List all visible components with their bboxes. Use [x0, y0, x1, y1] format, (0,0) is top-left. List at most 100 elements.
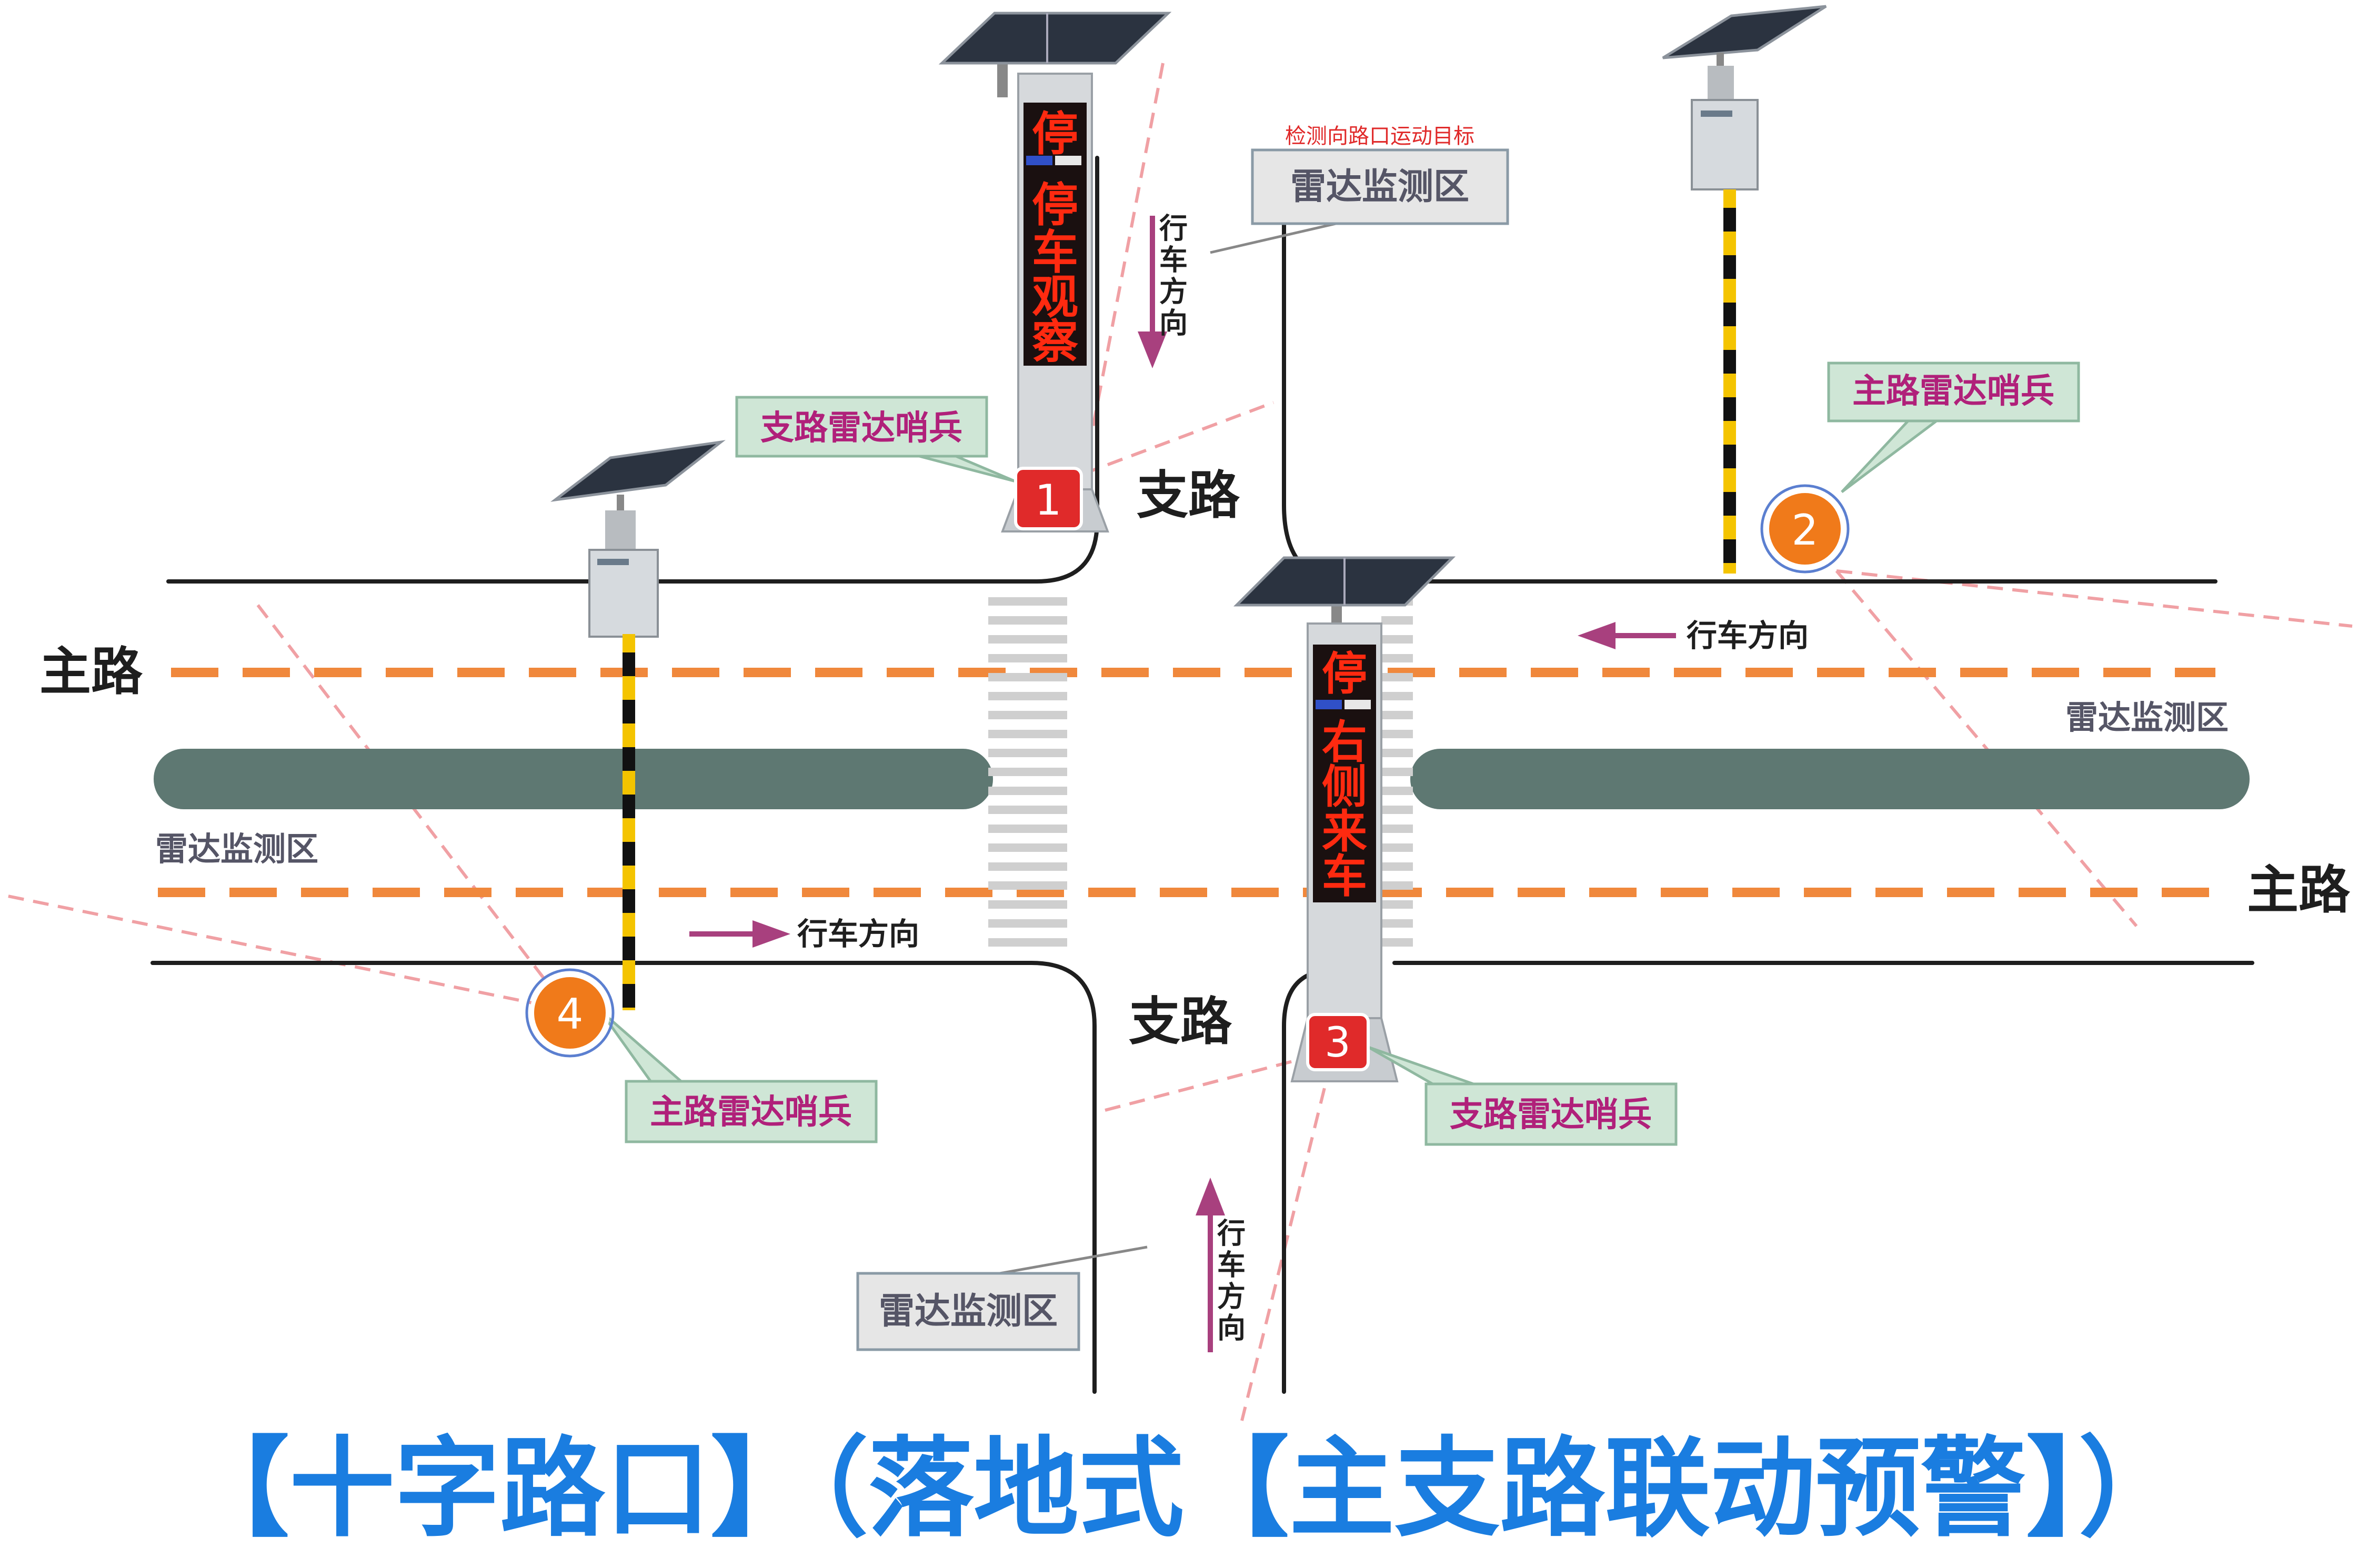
stripe — [988, 692, 1067, 700]
stripe — [988, 616, 1067, 625]
badge-number-2: 2 — [1792, 506, 1819, 555]
branch-road-label-top: 支路 — [1137, 466, 1240, 526]
led-pillar-bottom — [1233, 556, 1456, 1082]
stripe — [1381, 654, 1413, 662]
stripe — [1381, 730, 1413, 738]
stripe — [1381, 787, 1413, 795]
stripe — [1723, 350, 1736, 374]
stripe — [1381, 616, 1413, 625]
direction-label-top: 行车方向 — [1155, 213, 1188, 339]
stripe — [1381, 806, 1413, 814]
stripe — [988, 825, 1067, 833]
direction-arrows — [689, 216, 1676, 1352]
callout-device-2: 主路雷达哨兵 — [1852, 372, 2054, 411]
stripe — [1723, 397, 1736, 421]
callout-device-4: 主路雷达哨兵 — [650, 1093, 852, 1132]
stripe — [1381, 768, 1413, 776]
solar-panel-icon — [550, 440, 726, 502]
stripe — [988, 711, 1067, 719]
callout-labels: 支路雷达哨兵 主路雷达哨兵 支路雷达哨兵 主路雷达哨兵 — [650, 372, 2054, 1134]
stripe — [988, 900, 1067, 909]
median-strips — [154, 749, 2250, 809]
stripe — [1723, 255, 1736, 279]
stripe — [988, 787, 1067, 795]
stripe — [1381, 862, 1413, 871]
direction-label-right: 行车方向 — [1687, 618, 1809, 654]
stripe — [1381, 635, 1413, 644]
radar-zone-labels: 雷达监测区 检测向路口运动目标 雷达监测区 雷达监测区 雷达监测区 — [155, 124, 2229, 1351]
badge-device-4 — [530, 973, 610, 1053]
callouts — [598, 361, 2080, 1146]
direction-label-bottom: 行车方向 — [1212, 1218, 1246, 1344]
stripe — [1723, 303, 1736, 326]
direction-label-left: 行车方向 — [797, 916, 919, 952]
solar-panel-icon — [938, 12, 1172, 65]
device-badges: 1 2 3 4 — [525, 467, 1850, 1071]
stripe — [623, 842, 635, 866]
stripe — [1381, 938, 1413, 947]
stripe — [1381, 711, 1413, 719]
stripe — [988, 938, 1067, 947]
radar-zone-label-bottom: 雷达监测区 — [879, 1291, 1058, 1332]
road-labels: 主路 主路 支路 支路 — [39, 466, 2351, 1052]
led-char: 车 — [1032, 225, 1078, 279]
stripe — [988, 843, 1067, 852]
badge-device-2 — [1765, 489, 1845, 569]
direction-labels: 行车方向 行车方向 行车方向 行车方向 — [797, 213, 1809, 1344]
badge-device-1 — [1014, 467, 1083, 530]
badge-number-3: 3 — [1325, 1019, 1351, 1067]
badge-number-1: 1 — [1035, 476, 1062, 525]
stripe — [988, 881, 1067, 890]
led-char: 停 — [1032, 107, 1078, 161]
radar-pole-top-right — [1662, 5, 1827, 574]
stripe — [623, 747, 635, 771]
stripe — [623, 984, 635, 1008]
stripe — [1723, 539, 1736, 563]
stripe — [988, 768, 1067, 776]
lane-dashes — [158, 668, 2226, 897]
stripe — [1381, 843, 1413, 852]
branch-road-label-bottom: 支路 — [1129, 992, 1232, 1052]
main-road-label-right: 主路 — [2247, 860, 2351, 920]
led-char: 来 — [1322, 806, 1367, 858]
stripe — [1381, 900, 1413, 909]
led-char: 车 — [1322, 850, 1367, 903]
solar-panel-icon — [1662, 5, 1827, 59]
badge-number-4: 4 — [557, 990, 584, 1039]
led-text-top: 停 停 车 观 察 — [1032, 107, 1078, 369]
stripe — [623, 652, 635, 676]
stripe — [1381, 673, 1413, 681]
led-char: 观 — [1032, 270, 1078, 324]
led-char: 右 — [1322, 716, 1367, 769]
led-char: 停 — [1032, 178, 1078, 232]
stripe — [623, 937, 635, 960]
radar-zone-note-top: 检测向路口运动目标 — [1285, 124, 1474, 148]
stripe — [988, 730, 1067, 738]
stripe — [988, 635, 1067, 644]
stripe — [623, 795, 635, 818]
stripe — [988, 597, 1067, 606]
stripe — [1723, 492, 1736, 516]
main-road-label-left: 主路 — [39, 642, 143, 702]
radar-pole-left — [550, 440, 726, 1010]
radar-zone-label-left: 雷达监测区 — [155, 830, 318, 868]
stripe — [1381, 919, 1413, 928]
stripe — [988, 806, 1067, 814]
stripe — [1381, 881, 1413, 890]
led-char: 察 — [1032, 315, 1078, 369]
stripe — [1723, 208, 1736, 232]
radar-zone-label-right: 雷达监测区 — [2065, 698, 2229, 737]
stripe — [988, 919, 1067, 928]
stripe — [1723, 445, 1736, 468]
led-char: 侧 — [1322, 761, 1367, 813]
stripe — [1381, 825, 1413, 833]
callout-device-1: 支路雷达哨兵 — [760, 409, 962, 448]
led-char: 停 — [1322, 648, 1367, 700]
led-text-bottom: 停 右 侧 来 车 — [1322, 648, 1367, 903]
stripe — [988, 862, 1067, 871]
page-title: 【十字路口】（落地式【主支路联动预警】） — [184, 1426, 2184, 1552]
stripe — [623, 700, 635, 723]
stripe — [1381, 749, 1413, 757]
stripe — [623, 889, 635, 913]
